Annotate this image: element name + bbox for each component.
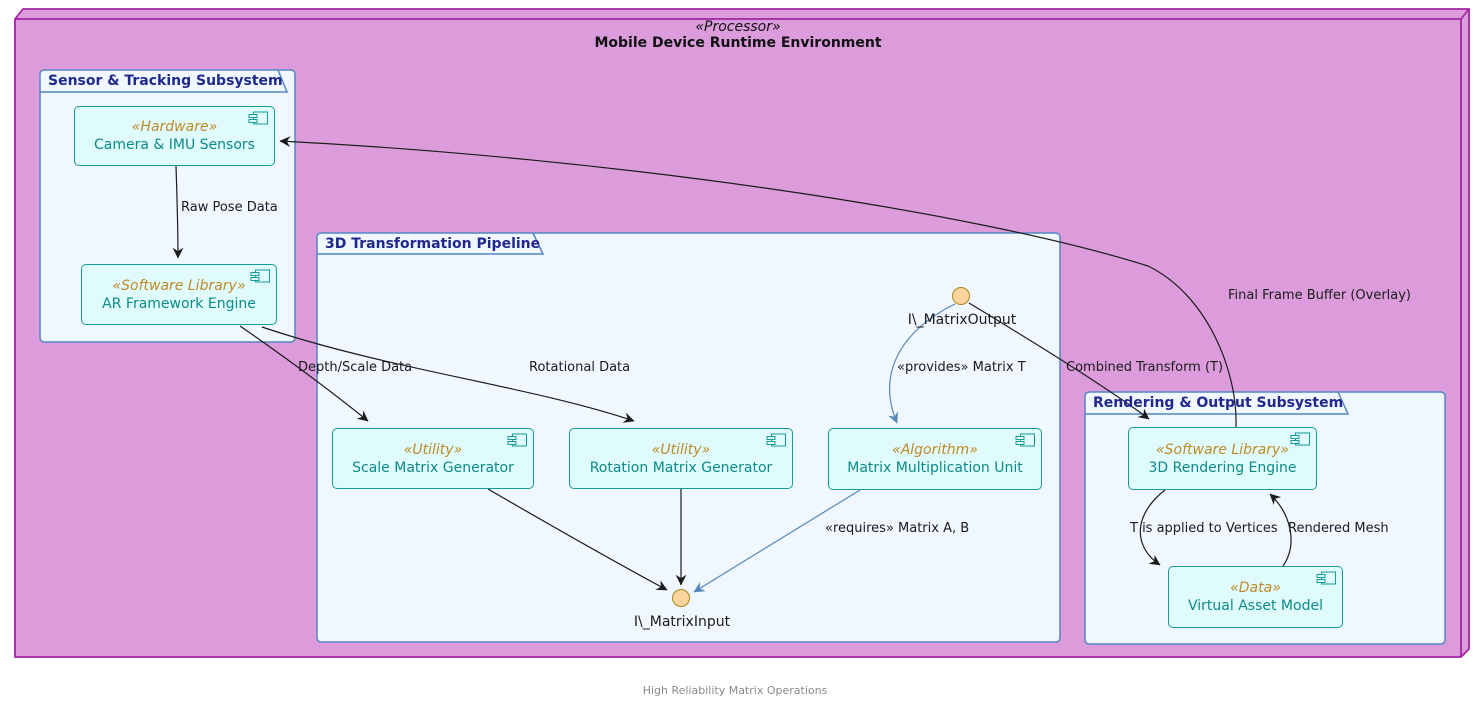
component-icon	[507, 433, 528, 448]
node-name: Mobile Device Runtime Environment	[594, 35, 882, 51]
component-camera-imu-sensors: «Hardware» Camera & IMU Sensors	[74, 106, 275, 166]
component-icon	[1316, 571, 1337, 586]
component-name: Rotation Matrix Generator	[589, 459, 773, 476]
package-sensor-tracking-tab	[40, 69, 289, 93]
edge-provides-matrix-t	[888, 303, 956, 424]
component-stereotype: «Algorithm»	[892, 442, 978, 458]
component-name: AR Framework Engine	[102, 295, 256, 312]
component-name: Scale Matrix Generator	[352, 459, 514, 476]
component-icon	[766, 433, 787, 448]
component-stereotype: «Utility»	[651, 441, 711, 458]
component-stereotype: «Utility»	[403, 441, 463, 458]
node-processor-3d-lines	[15, 8, 1470, 657]
component-stereotype: «Data»	[1230, 580, 1281, 596]
edge-requires-matrix-ab	[693, 489, 861, 593]
edge-scale-to-input	[487, 488, 668, 591]
component-virtual-asset-model: «Data» Virtual Asset Model	[1168, 566, 1343, 628]
component-matrix-multiplication-unit: «Algorithm» Matrix Multiplication Unit	[828, 428, 1042, 490]
component-3d-rendering-engine: «Software Library» 3D Rendering Engine	[1128, 427, 1317, 490]
edge-label-combined-transform: Combined Transform (T)	[1066, 360, 1224, 375]
interface-matrix-input-circle	[672, 589, 690, 607]
component-icon	[250, 269, 271, 284]
component-stereotype: «Software Library»	[1156, 441, 1289, 458]
node-title: «Processor» Mobile Device Runtime Enviro…	[594, 19, 881, 51]
edge-final-frame-buffer	[279, 136, 1237, 428]
component-icon	[1015, 433, 1036, 448]
edge-label-rendered-mesh: Rendered Mesh	[1288, 521, 1389, 536]
diagram-caption: High Reliability Matrix Operations	[642, 684, 828, 697]
node-stereotype: «Processor»	[695, 19, 781, 35]
interface-matrix-input-label: I\_MatrixInput	[633, 614, 731, 630]
edge-t-applied-to-vertices	[1139, 489, 1166, 566]
component-stereotype: «Hardware»	[131, 119, 218, 135]
edge-label-t-applied-to-vertices: T is applied to Vertices	[1130, 521, 1278, 536]
edge-label-final-frame-buffer: Final Frame Buffer (Overlay)	[1228, 288, 1412, 303]
package-title-rendering-output: Rendering & Output Subsystem	[1093, 395, 1344, 411]
edge-label-depth-scale-data: Depth/Scale Data	[298, 360, 413, 375]
component-rotation-matrix-generator: «Utility» Rotation Matrix Generator	[569, 428, 793, 489]
package-title-sensor-tracking: Sensor & Tracking Subsystem	[48, 73, 283, 89]
component-icon	[1290, 432, 1311, 447]
component-name: Camera & IMU Sensors	[94, 137, 255, 153]
edge-depth-scale-data	[239, 325, 369, 422]
package-rendering-output-tab	[1085, 391, 1350, 415]
component-icon	[248, 111, 269, 126]
package-transformation-pipeline-tab	[317, 232, 545, 255]
edge-label-provides-matrix-t: «provides» Matrix T	[897, 360, 1026, 375]
edge-rendered-mesh	[1269, 493, 1292, 567]
interface-matrix-output-label: I\_MatrixOutput	[907, 312, 1017, 328]
component-name: Virtual Asset Model	[1188, 598, 1323, 614]
component-ar-framework-engine: «Software Library» AR Framework Engine	[81, 264, 277, 325]
edge-raw-pose-data	[172, 165, 184, 259]
edge-combined-transform	[968, 302, 1150, 420]
component-scale-matrix-generator: «Utility» Scale Matrix Generator	[332, 428, 534, 489]
edge-rotational-data	[261, 326, 635, 423]
edge-label-rotational-data: Rotational Data	[529, 360, 631, 375]
interface-matrix-output-circle	[952, 287, 970, 305]
component-stereotype: «Software Library»	[112, 277, 246, 294]
component-name: Matrix Multiplication Unit	[847, 460, 1023, 476]
package-title-transformation-pipeline: 3D Transformation Pipeline	[325, 236, 541, 252]
component-name: 3D Rendering Engine	[1148, 459, 1297, 476]
edge-label-requires-matrix-ab: «requires» Matrix A, B	[825, 521, 970, 536]
edge-label-raw-pose-data: Raw Pose Data	[181, 200, 278, 215]
